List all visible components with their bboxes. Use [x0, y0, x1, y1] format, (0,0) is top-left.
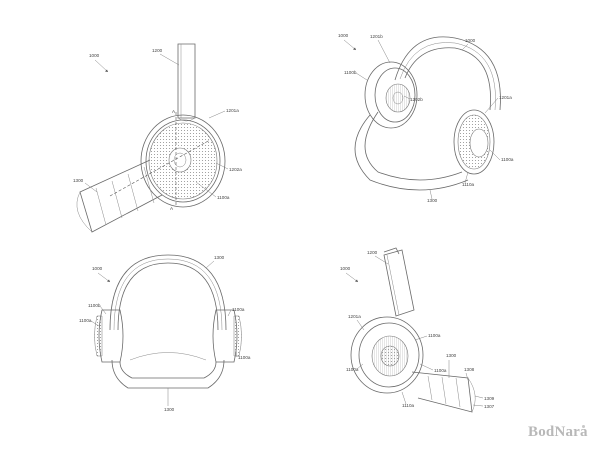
arm-1300: [76, 159, 163, 233]
label-1308: 1308: [464, 367, 475, 372]
label-ref-1000-tr: 1000: [338, 33, 349, 38]
label-1300-bl-bottom: 1300: [164, 407, 175, 412]
neckband-1300: [354, 111, 469, 191]
label-ref-1000-bl: 1000: [92, 266, 103, 271]
earcup-1100a: [140, 114, 226, 208]
label-1309: 1309: [484, 396, 495, 401]
label-1100a-bl-left: 1100a: [79, 318, 92, 323]
label-1100b-bl: 1100b: [88, 303, 101, 308]
label-1300-tr: 1300: [427, 198, 438, 203]
earcup-right-bl: [212, 309, 242, 363]
earcup-1100b: [364, 61, 418, 129]
earcup-1100a-br: [350, 316, 424, 394]
label-section-a-bottom: A: [170, 206, 174, 211]
label-1202a: 1202a: [229, 167, 242, 172]
label-1200: 1200: [152, 48, 163, 53]
label-1201a-br: 1201a: [348, 314, 361, 319]
label-1100a-bl-cup: 1100a: [238, 355, 251, 360]
figure-top-right: 1000 1201b 1100b 1202: [338, 33, 514, 203]
watermark-dot: [582, 425, 585, 428]
figure-bottom-left: 1000 1300 1100b 1100a 1100a: [79, 254, 251, 412]
post-1200: [177, 43, 196, 122]
label-1110a-tr: 1110a: [462, 182, 475, 187]
label-1201a-tr: 1201a: [499, 95, 512, 100]
label-1100a: 1100a: [217, 195, 230, 200]
label-1307: 1307: [484, 404, 495, 409]
label-1201b: 1201b: [370, 34, 383, 39]
label-1100a-br-top: 1100a: [428, 333, 441, 338]
label-1100b: 1100b: [344, 70, 357, 75]
arm-1300-br: [411, 371, 476, 413]
label-1200-br: 1200: [367, 250, 378, 255]
label-ref-1000-br: 1000: [340, 266, 351, 271]
label-1201a: 1201a: [226, 108, 239, 113]
label-1100a-tr: 1100a: [501, 157, 514, 162]
label-ref-1000: 1000: [89, 53, 100, 58]
post-1200-br: [383, 247, 415, 317]
label-section-a-top: A: [172, 109, 176, 114]
label-1300-bl-top: 1300: [214, 255, 225, 260]
label-1300-br: 1300: [446, 353, 457, 358]
headband-top-right: [394, 36, 501, 111]
figure-top-left: 1000 1200 A A 1201a: [73, 43, 242, 233]
label-1300: 1300: [73, 178, 84, 183]
label-1000-band: 1000: [465, 38, 476, 43]
section-line-b: [109, 139, 211, 197]
label-1100a-bl-right: 1100a: [232, 307, 245, 312]
label-1110a-br: 1110a: [402, 403, 415, 408]
label-1100a-br-right: 1100a: [434, 368, 447, 373]
figure-bottom-right: 1000 1200 1201a 1100a 1100a 1100: [340, 247, 495, 413]
label-1202b: 1202b: [410, 97, 423, 102]
watermark-logo: BodNara: [528, 424, 588, 440]
arrow-1000: [94, 59, 109, 73]
headband-bottom-left: [109, 254, 227, 331]
neckband-bottom-left: [111, 352, 225, 389]
earcup-1100a-tr: [453, 109, 495, 175]
label-1100a-br-left: 1100a: [346, 367, 359, 372]
